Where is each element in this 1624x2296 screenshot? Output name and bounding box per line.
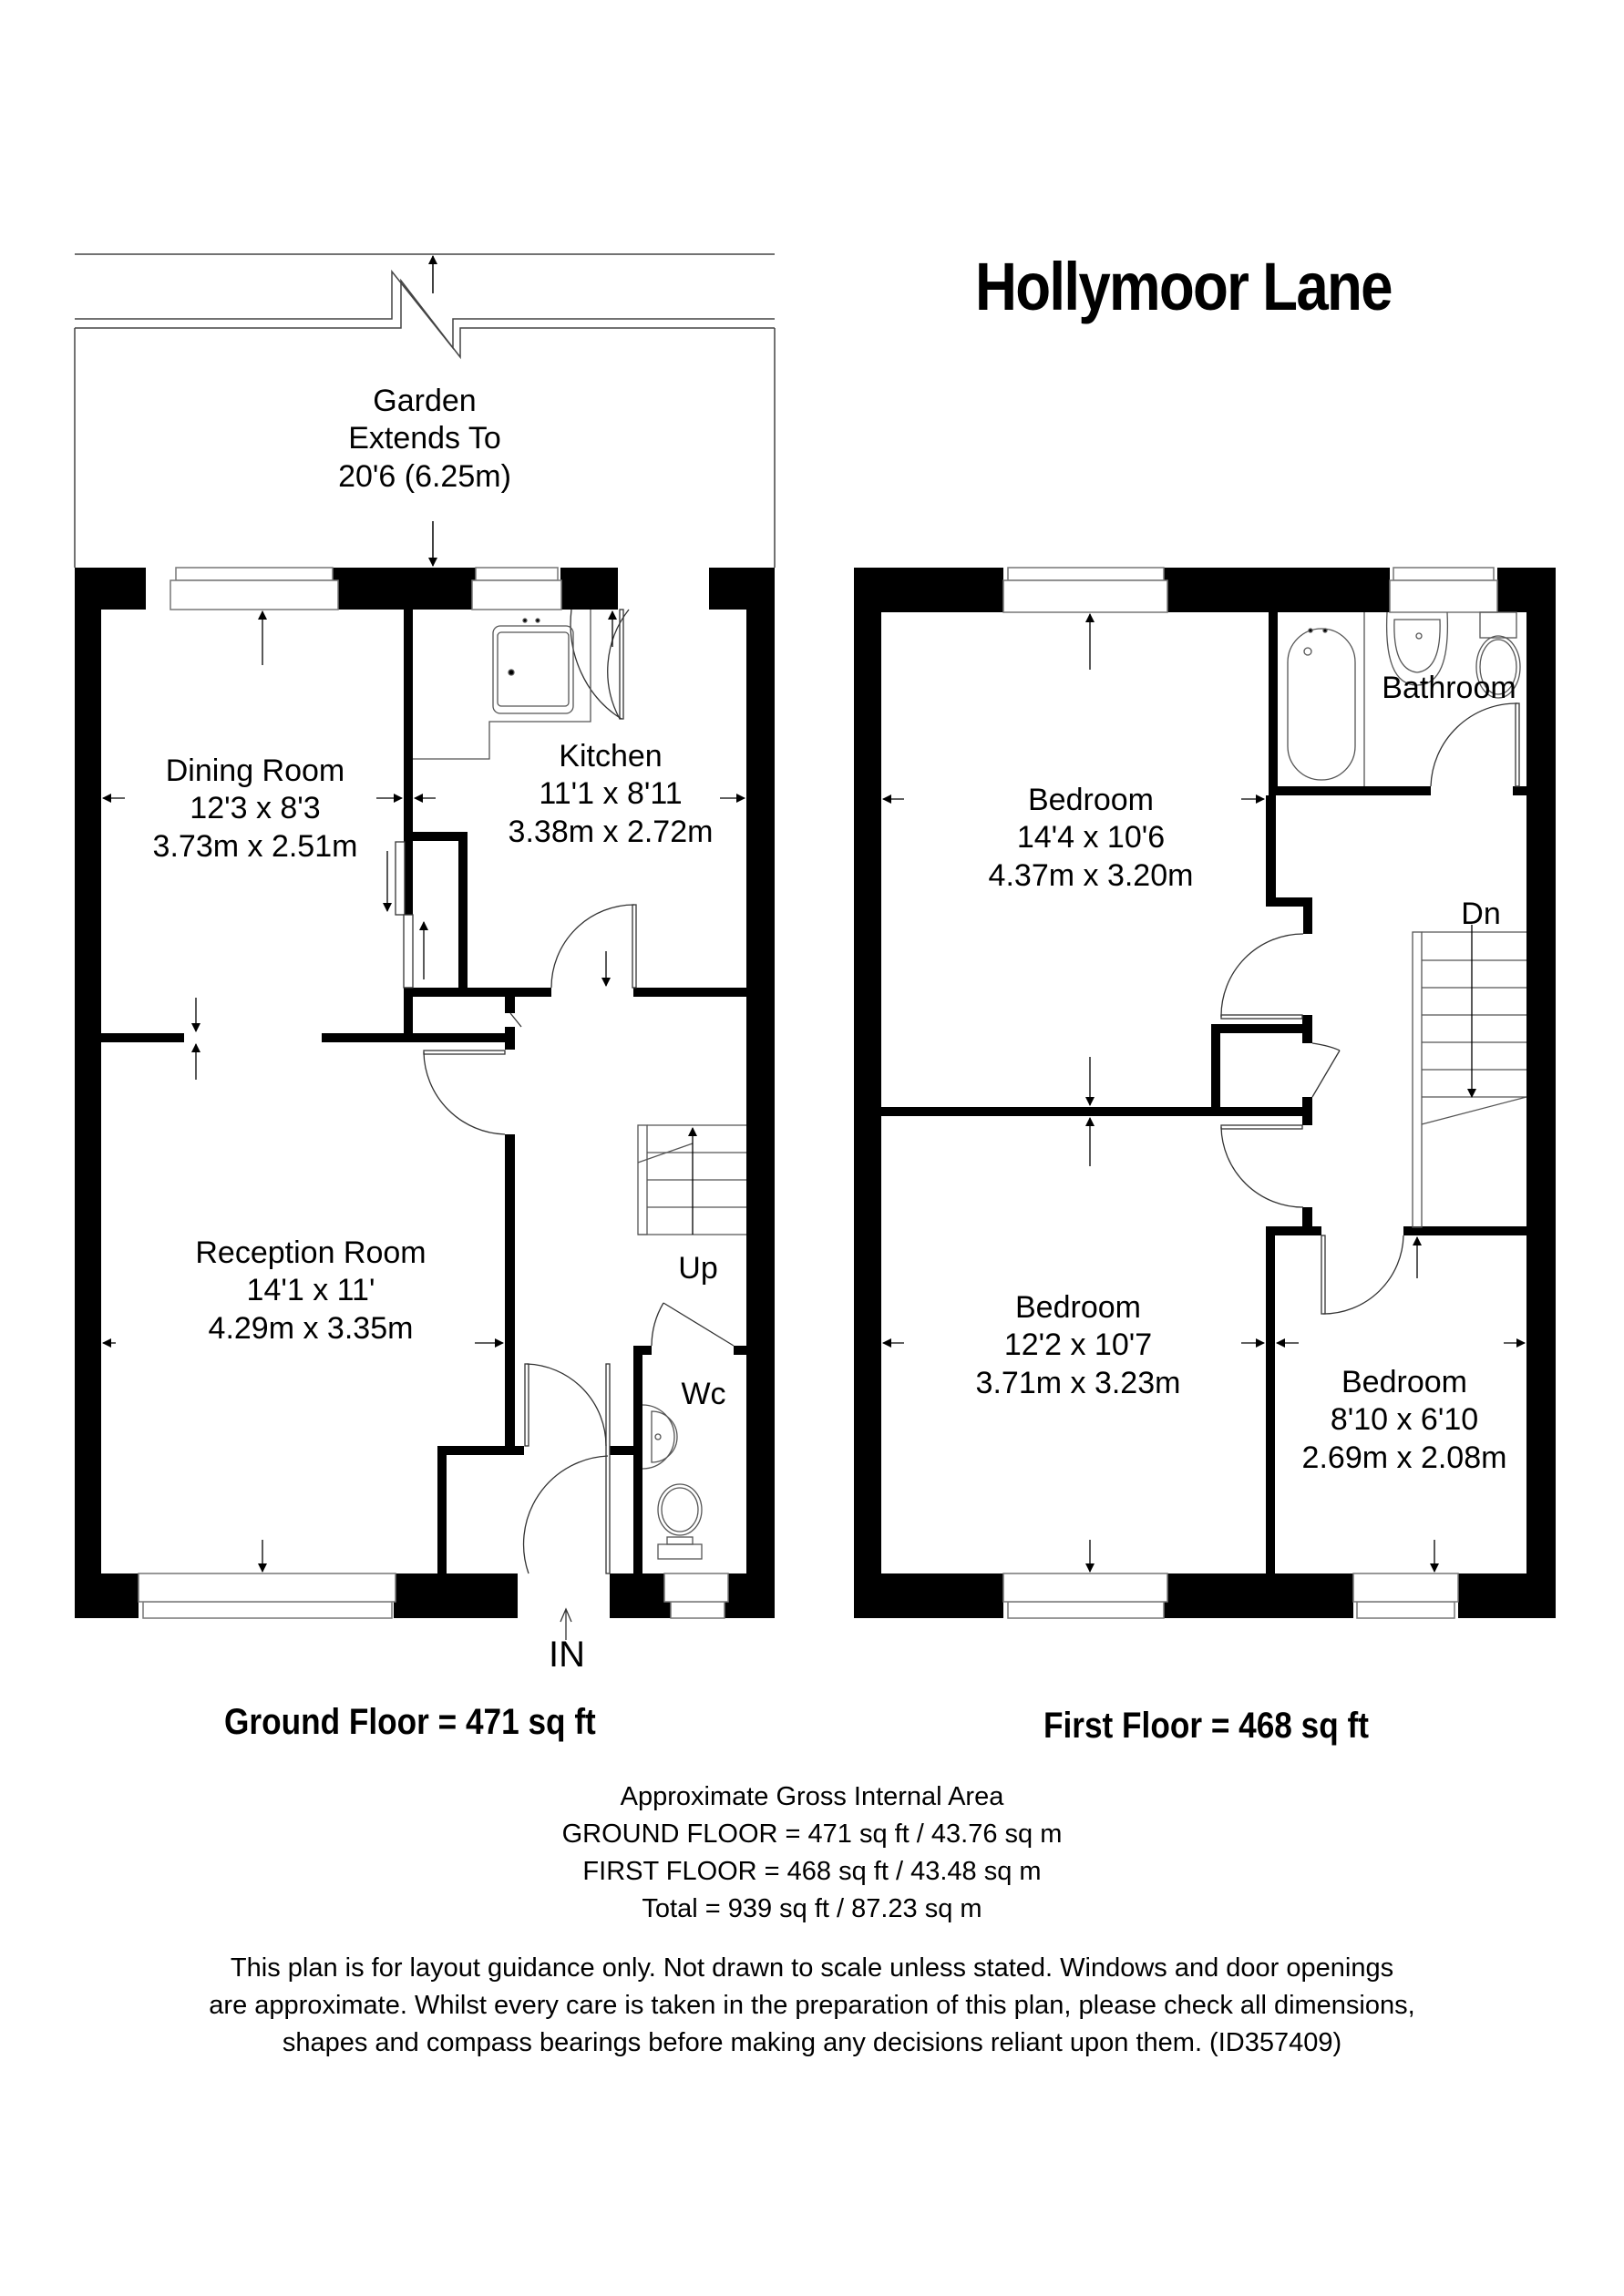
entrance-arrow (560, 1607, 572, 1640)
room-reception-room: Reception Room 14'1 x 11' 4.29m x 3.35m (195, 1235, 426, 1348)
room-bedroom-3: Bedroom 8'10 x 6'10 2.69m x 2.08m (1302, 1364, 1507, 1477)
room-name: Bedroom (1341, 1365, 1467, 1399)
ground-floor-doors (395, 609, 735, 1574)
first-floor-fixtures (1287, 611, 1527, 1228)
gia-heading: Approximate Gross Internal Area (620, 1782, 1004, 1811)
room-imperial: 8'10 x 6'10 (1330, 1402, 1479, 1438)
room-metric: 4.29m x 3.35m (208, 1310, 414, 1346)
ground-floor-area: Ground Floor = 471 sq ft (224, 1702, 596, 1742)
entrance-label: IN (549, 1635, 585, 1675)
disclaimer-line-3: shapes and compass bearings before makin… (282, 2028, 1342, 2057)
room-kitchen: Kitchen 11'1 x 8'11 3.38m x 2.72m (509, 738, 714, 851)
first-floor-dimension-arrows (882, 613, 1526, 1573)
stairs-down-label: Dn (1461, 897, 1501, 931)
room-metric: 3.71m x 3.23m (975, 1365, 1181, 1400)
room-wc: Wc (681, 1377, 726, 1411)
disclaimer: This plan is for layout guidance only. N… (209, 1950, 1414, 2062)
room-imperial: 14'4 x 10'6 (1016, 820, 1166, 856)
garden-label: Garden Extends To 20'6 (6.25m) (338, 383, 511, 496)
disclaimer-line-2: are approximate. Whilst every care is ta… (209, 1991, 1415, 2020)
room-name: Reception Room (195, 1235, 427, 1270)
ground-floor-walls (75, 568, 775, 1618)
first-floor-walls (854, 568, 1556, 1618)
room-imperial: 11'1 x 8'11 (539, 776, 683, 812)
room-bedroom-2: Bedroom 12'2 x 10'7 3.71m x 3.23m (976, 1289, 1181, 1402)
room-dining-room: Dining Room 12'3 x 8'3 3.73m x 2.51m (153, 753, 358, 866)
first-floor-area: First Floor = 468 sq ft (1043, 1706, 1369, 1746)
room-bathroom: Bathroom (1382, 671, 1516, 705)
first-floor-windows (1002, 567, 1498, 1619)
gia-first: FIRST FLOOR = 468 sq ft / 43.48 sq m (582, 1857, 1042, 1886)
room-metric: 2.69m x 2.08m (1301, 1440, 1507, 1475)
room-name: Bedroom (1015, 1290, 1141, 1325)
room-metric: 3.38m x 2.72m (508, 814, 714, 849)
disclaimer-line-1: This plan is for layout guidance only. N… (230, 1953, 1394, 1983)
room-imperial: 12'2 x 10'7 (1003, 1327, 1153, 1363)
gia-ground: GROUND FLOOR = 471 sq ft / 43.76 sq m (561, 1819, 1063, 1849)
room-name: Dining Room (165, 753, 345, 788)
gross-internal-area: Approximate Gross Internal Area GROUND F… (562, 1778, 1063, 1928)
garden-outline (74, 253, 776, 568)
room-bedroom-1: Bedroom 14'4 x 10'6 4.37m x 3.20m (989, 782, 1194, 895)
gia-total: Total = 939 sq ft / 87.23 sq m (642, 1894, 982, 1923)
stairs-up-label: Up (678, 1251, 718, 1286)
garden-name: Garden (373, 384, 477, 418)
room-imperial: 12'3 x 8'3 (190, 791, 321, 826)
garden-extends-text: Extends To (348, 421, 501, 456)
room-metric: 4.37m x 3.20m (988, 857, 1194, 893)
property-title: Hollymoor Lane (975, 249, 1393, 324)
ground-floor-windows (138, 567, 729, 1619)
garden-dimension: 20'6 (6.25m) (338, 458, 511, 494)
room-name: Kitchen (559, 739, 663, 774)
first-floor-doors (1220, 702, 1520, 1315)
room-imperial: 14'1 x 11' (246, 1273, 375, 1308)
ground-floor-dimension-arrows (102, 610, 745, 1573)
room-metric: 3.73m x 2.51m (152, 828, 358, 864)
room-name: Bedroom (1028, 783, 1154, 817)
